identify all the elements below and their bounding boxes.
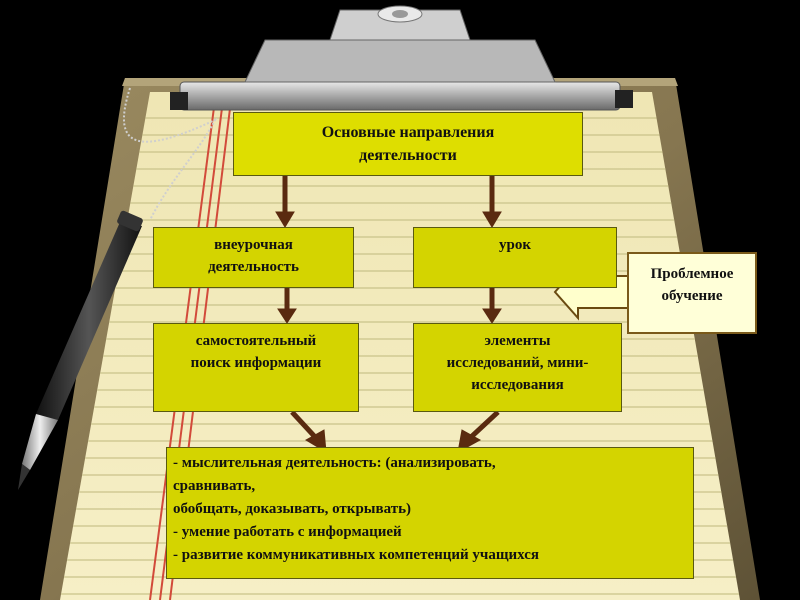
problem-learning-label: Проблемное обучение [650, 266, 734, 304]
problem-learning-box: Проблемное обучение [627, 252, 757, 334]
outcomes-box: - мыслительная деятельность: (анализиров… [166, 447, 694, 579]
main-directions-box: Основные направления деятельности [233, 112, 583, 176]
extracurricular-label: внеурочная деятельность [208, 237, 299, 275]
flow-arrows [275, 176, 502, 453]
extracurricular-box: внеурочная деятельность [153, 227, 354, 288]
research-elements-label: элементы исследований, мини- исследовани… [446, 333, 589, 393]
lesson-label: урок [499, 237, 531, 253]
clipboard-clip-icon [170, 5, 633, 111]
outcome-line: обобщать, доказывать, открывать) [173, 501, 412, 517]
outcome-line: - развитие коммуникативных компетенций у… [173, 547, 540, 563]
outcome-line: сравнивать, [173, 478, 256, 494]
independent-search-box: самостоятельный поиск информации [153, 323, 359, 412]
independent-search-label: самостоятельный поиск информации [190, 333, 322, 371]
lesson-box: урок [413, 227, 617, 288]
main-directions-label: Основные направления деятельности [321, 124, 495, 164]
pen-icon [18, 87, 218, 490]
outcome-line: - умение работать с информацией [173, 524, 402, 540]
outcome-line: - мыслительная деятельность: (анализиров… [173, 455, 496, 471]
research-elements-box: элементы исследований, мини- исследовани… [413, 323, 622, 412]
